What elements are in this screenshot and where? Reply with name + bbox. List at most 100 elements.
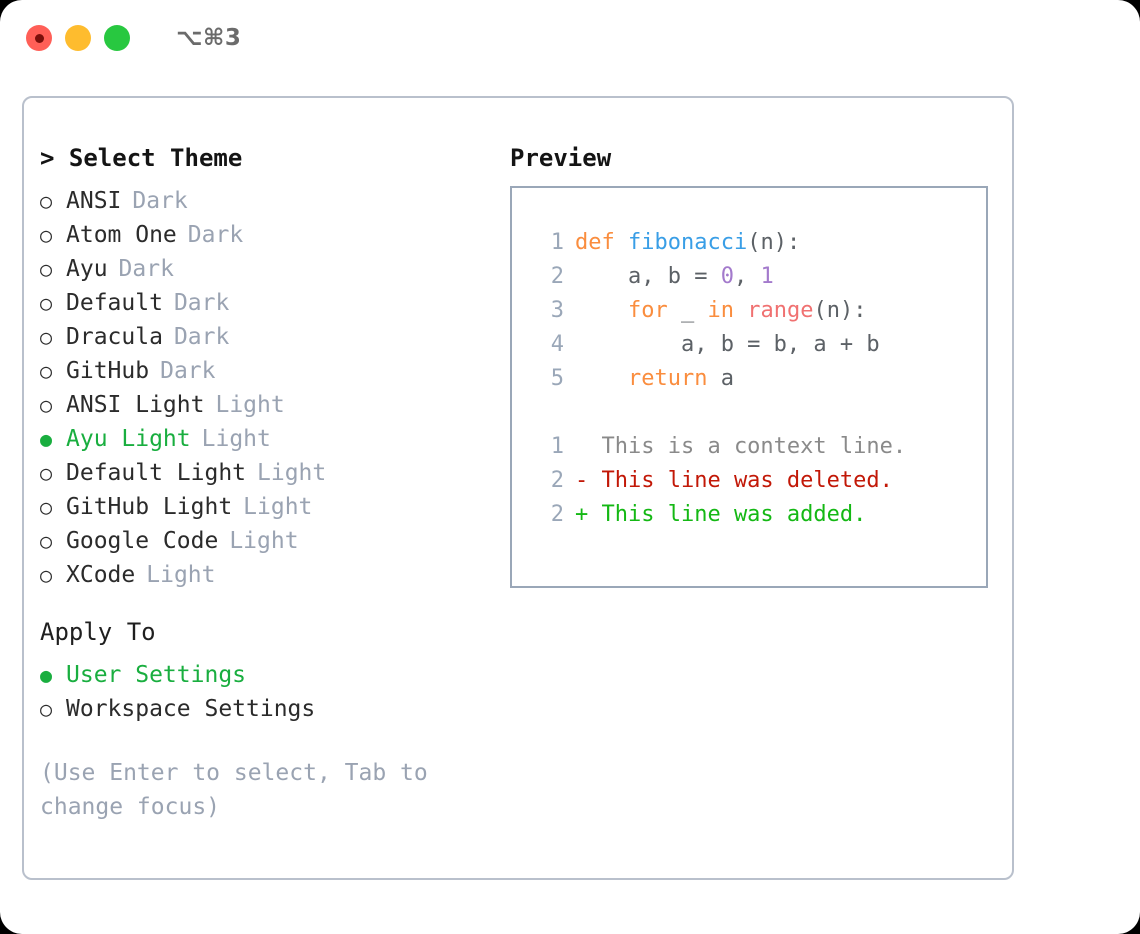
radio-unselected-icon: ○: [40, 189, 53, 213]
code-token-call: range: [747, 298, 814, 323]
code-diff-spacer: [530, 396, 986, 430]
code-line: 2 a, b = 0, 1: [530, 260, 986, 294]
code-line-text: for _ in range(n):: [575, 294, 866, 328]
theme-option-label: ANSI: [66, 188, 122, 214]
code-token-plain: [734, 298, 747, 323]
close-button[interactable]: [26, 25, 52, 51]
radio-unselected-icon: ○: [40, 495, 53, 519]
theme-variant-tag: Light: [201, 426, 271, 452]
section-spacer: [40, 592, 510, 620]
theme-option-7[interactable]: ● Ayu Light Light: [40, 422, 510, 456]
diff-line-text: + This line was added.: [575, 502, 867, 527]
theme-option-label: Google Code: [66, 528, 219, 554]
code-line-text: a, b = 0, 1: [575, 260, 774, 294]
theme-option-10[interactable]: ○ Google Code Light: [40, 524, 510, 558]
code-token-fn: fibonacci: [627, 230, 748, 255]
code-line: 5 return a: [530, 362, 986, 396]
diff-line-number: 1: [550, 434, 564, 459]
theme-option-3[interactable]: ○ Default Dark: [40, 286, 510, 320]
code-line-text: a, b = b, a + b: [575, 328, 880, 362]
theme-option-9[interactable]: ○ GitHub Light Light: [40, 490, 510, 524]
code-token-kw: return: [627, 366, 708, 391]
code-line-text: return a: [575, 362, 734, 396]
apply-to-option-list: ●User Settings○Workspace Settings: [40, 658, 510, 726]
code-line: 3 for _ in range(n):: [530, 294, 986, 328]
theme-option-label: GitHub Light: [66, 494, 233, 520]
code-token-num: 0: [720, 264, 734, 289]
theme-variant-tag: Light: [146, 562, 216, 588]
window-shortcut-label: ⌥⌘3: [176, 25, 242, 51]
radio-unselected-icon: ○: [40, 359, 53, 383]
theme-variant-tag: Light: [257, 460, 327, 486]
apply-to-option-0[interactable]: ●User Settings: [40, 658, 510, 692]
close-icon: [34, 33, 44, 43]
code-token-plain: [575, 366, 628, 391]
code-token-plain: (n):: [813, 298, 867, 323]
code-line-number: 4: [550, 332, 564, 357]
theme-variant-tag: Dark: [187, 222, 244, 248]
radio-unselected-icon: ○: [40, 291, 53, 315]
theme-option-label: GitHub: [66, 358, 150, 384]
apply-to-option-1[interactable]: ○Workspace Settings: [40, 692, 510, 726]
theme-variant-tag: Light: [243, 494, 313, 520]
theme-option-label: Ayu Light: [66, 426, 191, 452]
code-line: 4 a, b = b, a + b: [530, 328, 986, 362]
radio-unselected-icon: ○: [40, 393, 53, 417]
code-token-plain: ,: [733, 264, 761, 289]
radio-unselected-icon: ○: [40, 529, 53, 553]
theme-option-label: ANSI Light: [66, 392, 205, 418]
code-token-plain: (n):: [747, 230, 801, 255]
theme-variant-tag: Light: [215, 392, 285, 418]
code-line-number: 3: [550, 298, 564, 323]
theme-variant-tag: Dark: [160, 358, 216, 384]
theme-variant-tag: Dark: [173, 290, 230, 316]
apply-to-heading: Apply To: [40, 618, 156, 646]
diff-line-number: 2: [550, 502, 564, 527]
code-token-kw: def: [575, 230, 628, 255]
select-theme-heading: > Select Theme: [40, 144, 243, 172]
keyboard-hint: (Use Enter to select, Tab to change focu…: [40, 760, 428, 820]
code-token-plain: a, b =: [575, 264, 721, 289]
diff-sample: 1 This is a context line.2- This line wa…: [530, 430, 986, 532]
theme-variant-tag: Dark: [173, 324, 230, 350]
zoom-button[interactable]: [104, 25, 130, 51]
code-token-plain: [575, 298, 628, 323]
theme-option-label: Default Light: [66, 460, 247, 486]
code-token-plain: a: [707, 366, 734, 391]
code-token-plain: _: [667, 298, 708, 323]
theme-option-0[interactable]: ○ ANSI Dark: [40, 184, 510, 218]
minimize-button[interactable]: [65, 25, 91, 51]
code-line-text: def fibonacci(n):: [575, 226, 800, 260]
preview-heading: Preview: [510, 144, 612, 172]
code-line-number: 1: [550, 230, 564, 255]
radio-unselected-icon: ○: [40, 697, 53, 721]
theme-option-5[interactable]: ○ GitHub Dark: [40, 354, 510, 388]
theme-variant-tag: Dark: [132, 188, 188, 214]
title-bar: ⌥⌘3: [0, 0, 1140, 76]
radio-unselected-icon: ○: [40, 325, 53, 349]
code-token-num: 1: [760, 264, 774, 289]
theme-option-6[interactable]: ○ ANSI Light Light: [40, 388, 510, 422]
radio-selected-icon: ●: [40, 427, 53, 451]
theme-variant-tag: Dark: [118, 256, 174, 282]
theme-option-label: Default: [66, 290, 163, 316]
traffic-lights: [26, 25, 130, 51]
diff-line-add: 2 + This line was added.: [530, 498, 986, 532]
theme-option-label: Atom One: [66, 222, 177, 248]
theme-variant-tag: Light: [229, 528, 299, 554]
diff-line-number: 2: [550, 468, 564, 493]
code-line-number: 5: [550, 366, 564, 391]
radio-unselected-icon: ○: [40, 257, 53, 281]
